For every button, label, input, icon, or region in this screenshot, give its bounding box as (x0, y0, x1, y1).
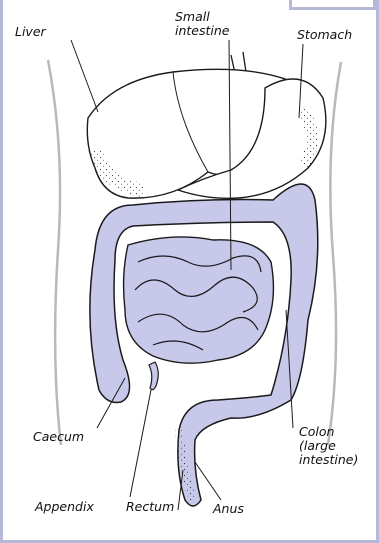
label-stomach: Stomach (297, 28, 352, 42)
small-intestine (124, 237, 274, 363)
label-rectum: Rectum (126, 500, 174, 514)
label-colon: Colon (large intestine) (299, 425, 358, 467)
label-liver: Liver (15, 25, 46, 39)
label-appendix: Appendix (35, 500, 94, 514)
leader-appendix (130, 390, 151, 497)
body-outline-right (328, 62, 341, 445)
label-caecum: Caecum (33, 430, 84, 444)
body-outline-left (48, 60, 61, 445)
appendix (149, 362, 158, 390)
label-small-intestine: Small intestine (175, 10, 230, 38)
leader-liver (71, 40, 98, 112)
label-anus: Anus (213, 502, 244, 516)
